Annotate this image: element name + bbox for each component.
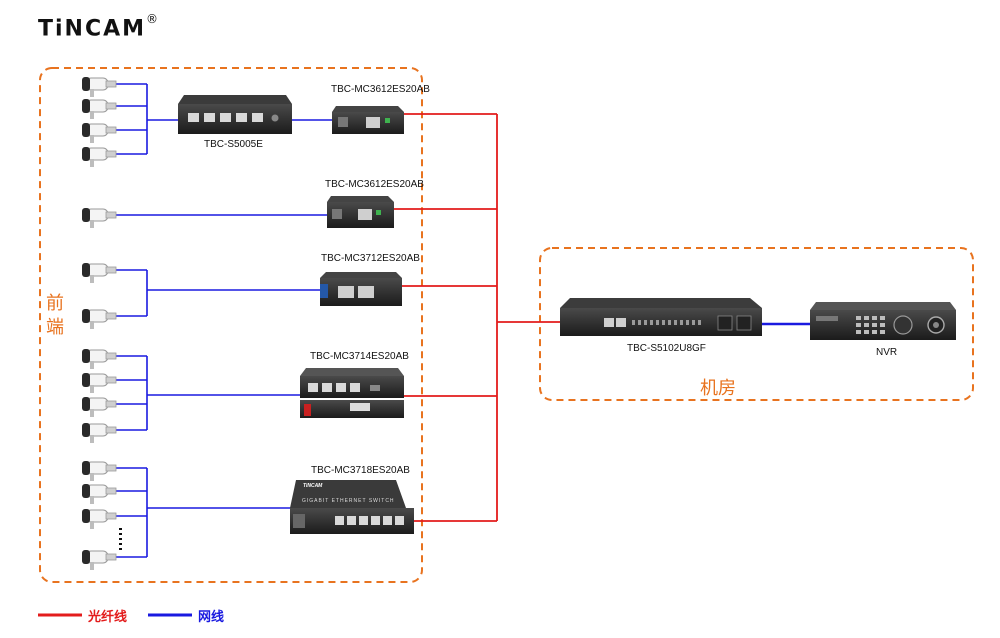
media-converter-4-icon — [300, 368, 404, 418]
fiber-lines — [394, 113, 562, 522]
legend-ethernet-label: 网线 — [198, 610, 225, 625]
front-zone-label: 前端 — [46, 293, 64, 338]
camera-icons — [81, 76, 117, 571]
more-cameras-dots — [119, 528, 122, 550]
ethernet-lines — [110, 83, 810, 558]
media-converter-3-icon — [320, 272, 402, 306]
label-mc5: TBC-MC3718ES20AB — [311, 465, 410, 476]
label-core-switch: TBC-S5102U8GF — [627, 343, 706, 354]
label-mc3: TBC-MC3712ES20AB — [321, 253, 420, 264]
media-converter-2-icon — [327, 196, 394, 228]
label-mc4: TBC-MC3714ES20AB — [310, 351, 409, 362]
label-mc1: TBC-MC3612ES20AB — [331, 84, 430, 95]
room-zone-border — [539, 247, 974, 401]
room-zone-label: 机房 — [700, 378, 736, 399]
core-switch-icon — [560, 298, 762, 336]
media-converter-5-icon — [290, 480, 414, 534]
label-mc2: TBC-MC3612ES20AB — [325, 179, 424, 190]
switch-s5005e-icon — [178, 95, 292, 134]
label-switch-s5005e: TBC-S5005E — [204, 139, 263, 150]
mc5-brand-text: TiNCAM — [303, 483, 323, 489]
mc5-panel-text: GIGABIT ETHERNET SWITCH — [302, 498, 395, 504]
legend-fiber-label: 光纤线 — [88, 610, 128, 625]
nvr-icon — [810, 302, 956, 340]
brand-logo: TiNCAM® — [38, 12, 159, 42]
label-nvr: NVR — [876, 347, 898, 358]
media-converter-1-icon — [332, 106, 404, 134]
